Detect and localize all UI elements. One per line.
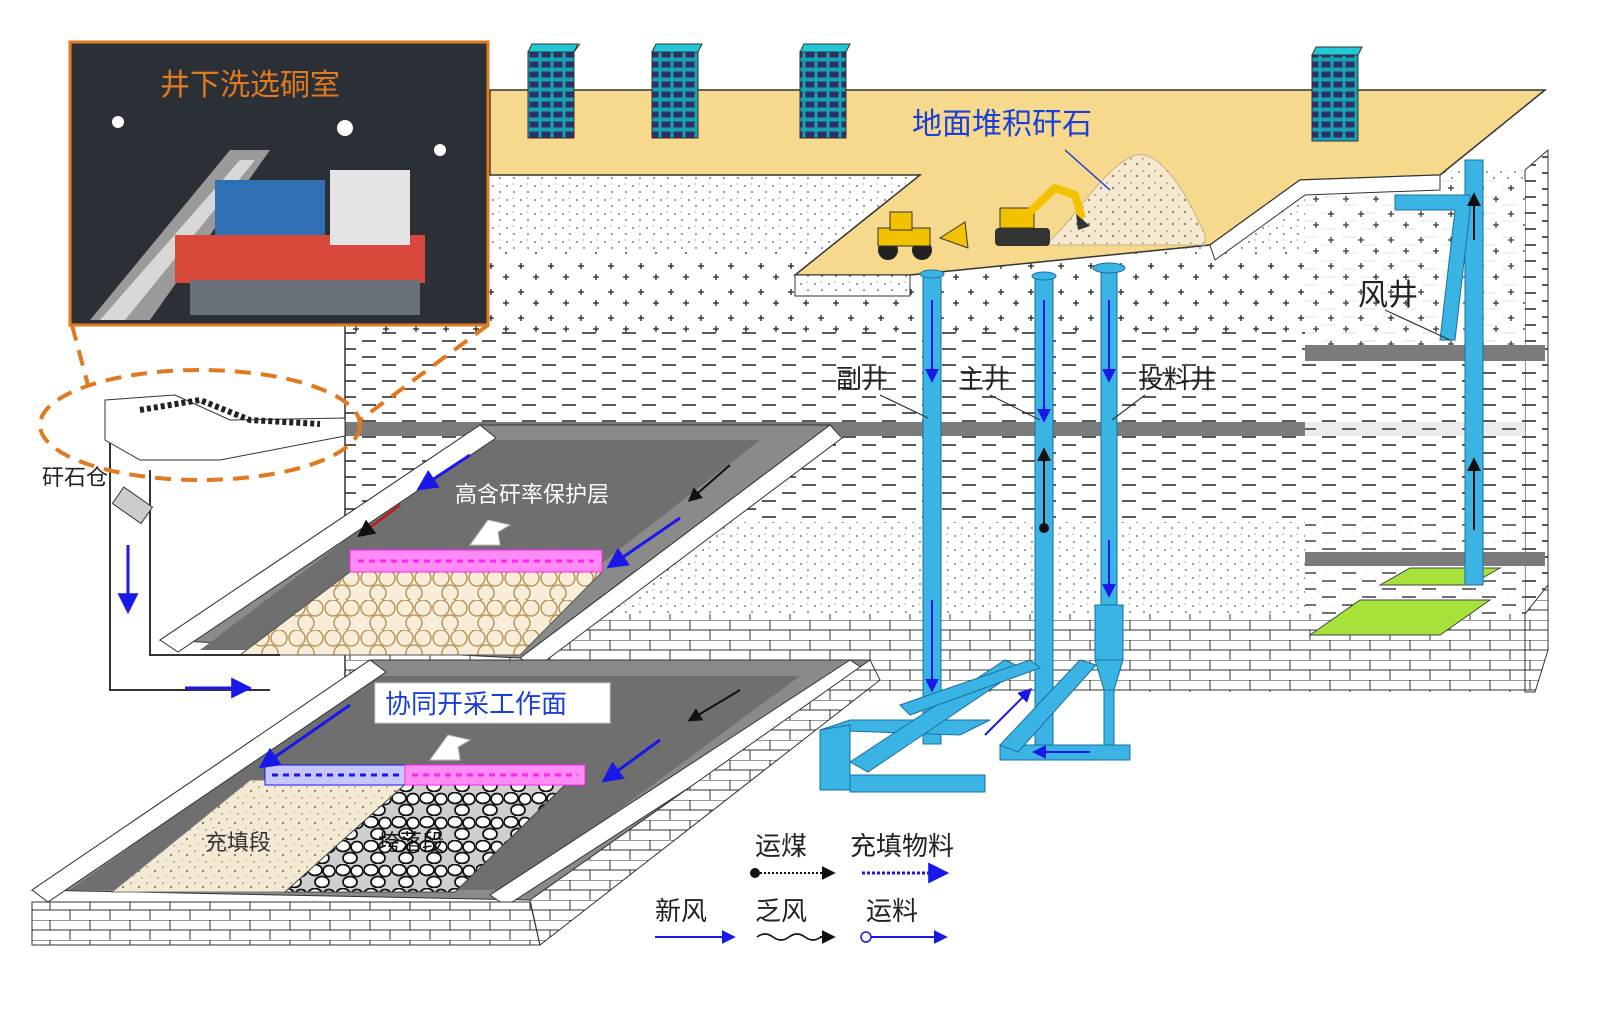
feed-shaft-label: 投料井 <box>1138 365 1216 395</box>
highlight-callout <box>38 323 490 482</box>
legend-material-symbol <box>860 930 948 944</box>
lower-working-face <box>30 659 872 907</box>
air-shaft-label: 风井 <box>1358 278 1418 313</box>
protect-layer-label: 高含矸率保护层 <box>455 483 609 508</box>
legend-coal-label: 运煤 <box>755 832 807 862</box>
legend-coal-symbol <box>750 866 836 880</box>
loader-icon <box>877 211 969 260</box>
legend-fill-label: 充填物料 <box>850 832 954 862</box>
legend-return-air-symbol <box>756 930 836 944</box>
photo-inset <box>68 40 490 327</box>
goaf-patch-1 <box>1308 599 1492 636</box>
coop-face-label-box <box>374 682 611 724</box>
shafts <box>819 159 1484 793</box>
cave-section-label: 垮落段 <box>378 831 444 856</box>
air-shaft-pipe <box>1394 159 1484 586</box>
surface-platform <box>489 89 1548 297</box>
gangue-bin-chute <box>111 486 154 525</box>
left-roadway <box>104 394 346 699</box>
coop-face-label: 协同开采工作面 <box>385 690 567 720</box>
legend <box>655 862 950 944</box>
legend-return-air-label: 乏风 <box>755 897 807 927</box>
upper-working-face <box>158 424 843 669</box>
legend-fresh-air-label: 新风 <box>655 897 707 927</box>
aux-shaft-pipe <box>919 269 945 745</box>
main-shaft-label: 主井 <box>958 365 1010 395</box>
floor-base <box>31 901 541 946</box>
surface-buildings <box>527 43 1363 142</box>
building-3 <box>799 43 851 139</box>
feed-shaft-pipe <box>1092 262 1126 751</box>
gangue-bin-label: 矸石仓 <box>42 466 108 491</box>
building-4 <box>1311 46 1363 142</box>
aux-shaft-label: 副井 <box>836 365 888 395</box>
building-1 <box>527 43 581 139</box>
fill-section-label: 充填段 <box>205 831 271 856</box>
building-2 <box>651 43 703 139</box>
shaft-bottom-roadways <box>819 659 1131 793</box>
legend-material-label: 运料 <box>866 897 918 927</box>
photo-title: 井下洗选硐室 <box>160 68 340 103</box>
excavator-icon <box>995 184 1090 246</box>
main-shaft-pipe <box>1031 271 1057 747</box>
surface-gangue-label: 地面堆积矸石 <box>912 107 1092 142</box>
